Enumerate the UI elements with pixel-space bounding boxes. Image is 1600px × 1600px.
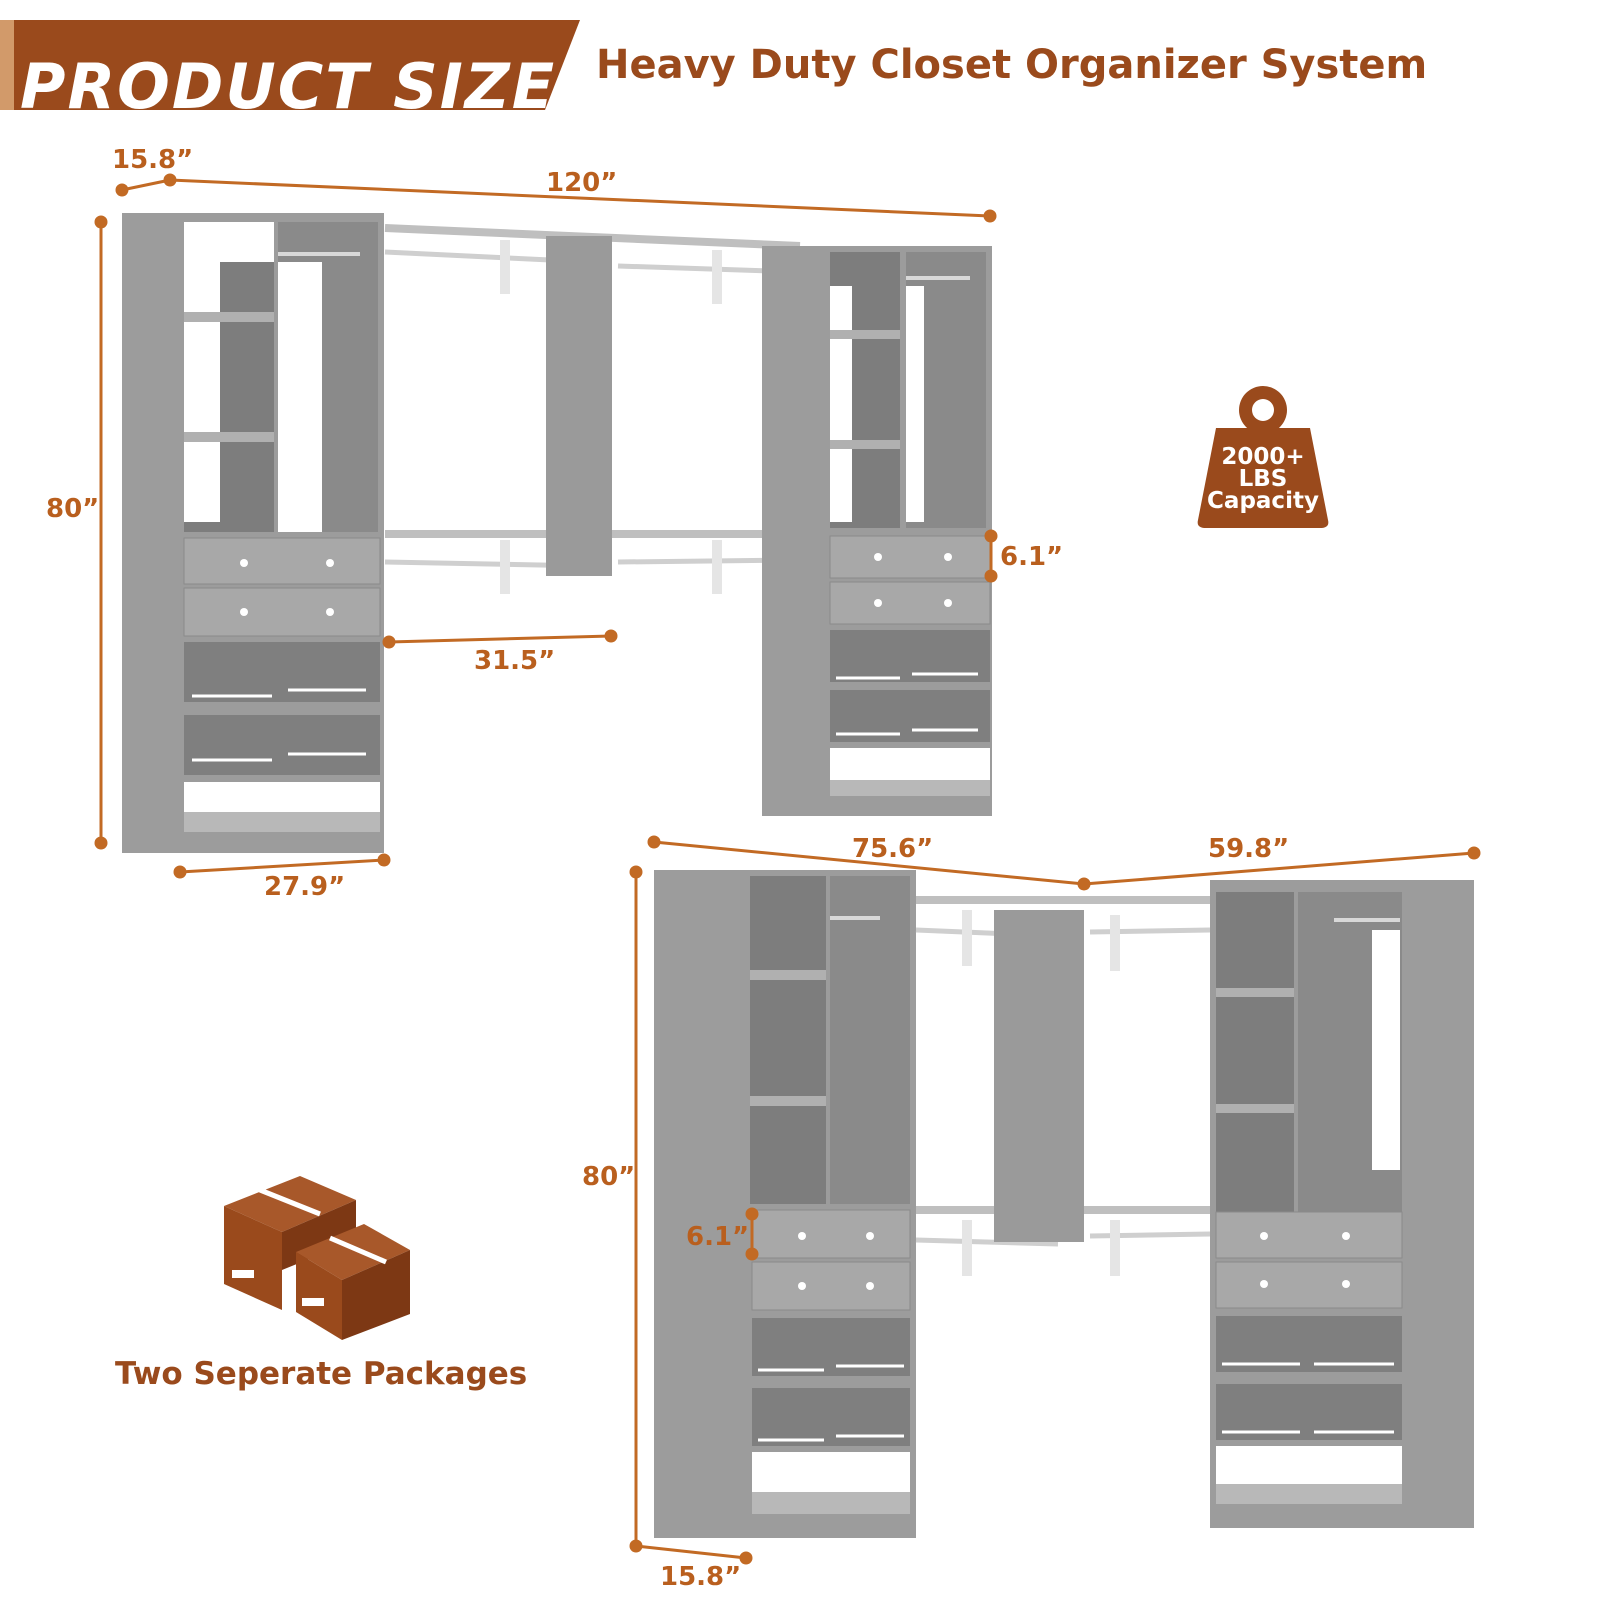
capacity-line3: Capacity — [1207, 488, 1319, 514]
straight-height-label: 80” — [46, 494, 100, 524]
straight-drawer-height-label: 6.1” — [1000, 542, 1064, 572]
straight-total-width-label: 120” — [546, 168, 618, 198]
straight-closet — [122, 213, 992, 853]
straight-right-tower — [762, 246, 992, 816]
title-banner: PRODUCT SIZE — [0, 20, 580, 123]
boxes-icon — [224, 1176, 410, 1340]
weight-icon — [1197, 386, 1329, 528]
corner-drawer-height-label: 6.1” — [686, 1222, 750, 1252]
corner-dimension-lines — [629, 835, 1481, 1565]
straight-tower-width-label: 27.9” — [264, 872, 346, 902]
straight-middle-panel — [546, 236, 612, 576]
corner-left-width-label: 75.6” — [852, 834, 934, 864]
corner-closet — [654, 870, 1474, 1538]
straight-dimension-lines — [94, 173, 998, 879]
capacity-line1: 2000+ — [1221, 444, 1305, 470]
straight-depth-label: 15.8” — [112, 145, 194, 175]
capacity-line2: LBS — [1238, 466, 1288, 492]
straight-rod-gap-label: 31.5” — [474, 646, 556, 676]
corner-middle-panel — [994, 910, 1084, 1242]
corner-right-tower — [1210, 880, 1474, 1528]
page-subtitle: Heavy Duty Closet Organizer System — [596, 42, 1428, 88]
straight-left-tower — [122, 213, 384, 853]
banner-shape — [0, 20, 580, 110]
corner-depth-label: 15.8” — [660, 1562, 742, 1592]
corner-height-label: 80” — [582, 1162, 636, 1192]
corner-right-width-label: 59.8” — [1208, 834, 1290, 864]
banner-title: PRODUCT SIZE — [20, 50, 557, 123]
packages-label: Two Seperate Packages — [115, 1356, 528, 1392]
corner-left-tower — [654, 870, 916, 1538]
